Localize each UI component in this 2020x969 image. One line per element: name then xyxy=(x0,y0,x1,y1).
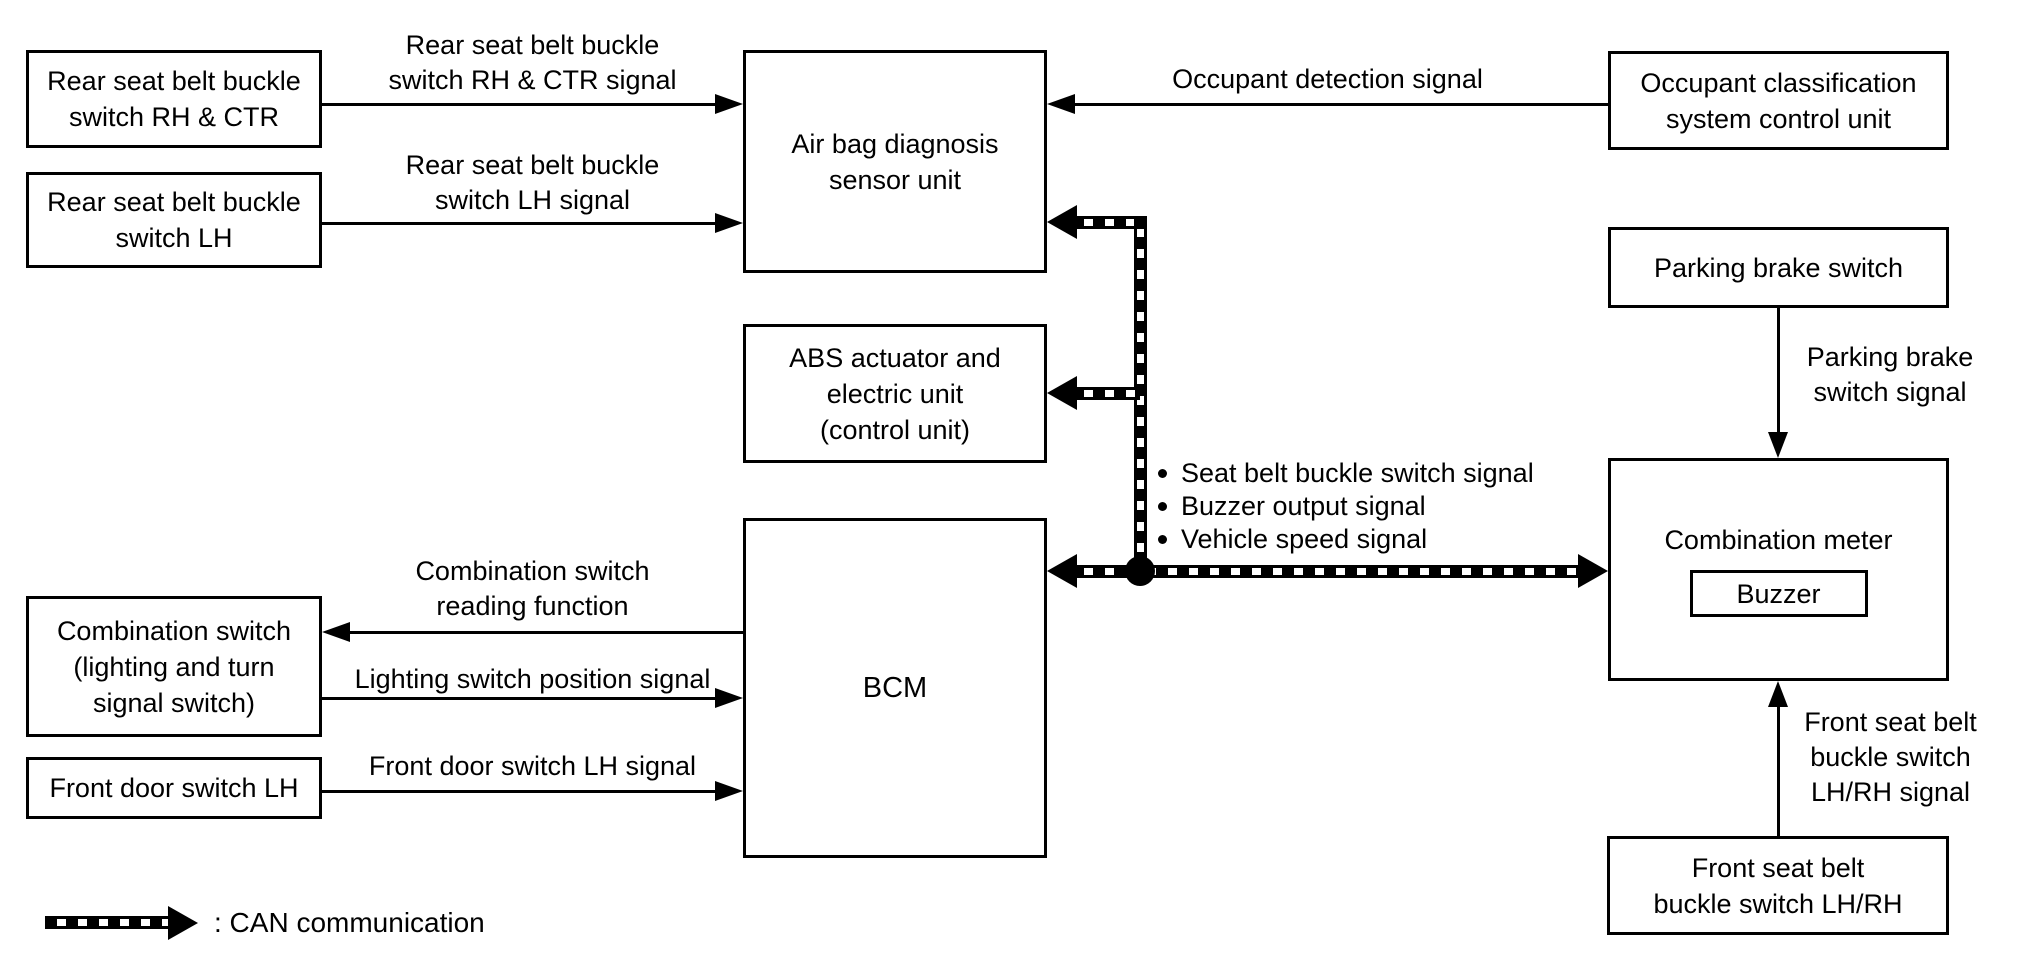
can-bus-main xyxy=(1072,565,1582,578)
node-occupant-classification-system-control-unit: Occupant classification system control u… xyxy=(1608,51,1949,150)
bullet-icon xyxy=(1158,469,1167,478)
node-label: BCM xyxy=(862,672,928,704)
node-label: signal switch) xyxy=(92,687,256,718)
can-signal-list: Seat belt buckle switch signal Buzzer ou… xyxy=(1158,457,1534,556)
arrow-line-occupant-detection xyxy=(1071,103,1608,106)
node-label: switch LH xyxy=(115,223,233,253)
signal-label-front-seat-belt: Front seat belt buckle switch LH/RH sign… xyxy=(1804,707,1977,807)
node-label: Occupant classification xyxy=(1640,67,1917,98)
arrow-line-parking-brake-signal xyxy=(1777,308,1780,434)
node-parking-brake-switch: Parking brake switch xyxy=(1608,227,1949,308)
legend-can-communication: : CAN communication xyxy=(45,899,485,947)
node-label: Rear seat belt buckle xyxy=(47,66,301,96)
arrowhead-left-icon xyxy=(322,622,350,642)
node-bcm: BCM xyxy=(743,518,1047,858)
can-arrowhead-right-icon xyxy=(1578,554,1608,588)
arrowhead-left-icon xyxy=(1047,94,1075,114)
arrowhead-right-icon xyxy=(715,781,743,801)
node-label: Parking brake switch xyxy=(1653,252,1904,283)
signal-label-lighting-switch-position: Lighting switch position signal xyxy=(354,664,711,694)
arrow-line-rear-lh-signal xyxy=(322,222,719,225)
node-front-door-switch-lh: Front door switch LH xyxy=(26,757,322,819)
signal-label-rear-lh: Rear seat belt buckle switch LH signal xyxy=(405,150,660,215)
node-label: system control unit xyxy=(1665,103,1892,134)
arrowhead-right-icon xyxy=(715,94,743,114)
legend-label: : CAN communication xyxy=(214,907,485,938)
node-combination-switch: Combination switch (lighting and turn si… xyxy=(26,596,322,737)
node-combination-meter: Combination meter Buzzer xyxy=(1608,458,1949,681)
can-signal-item: Seat belt buckle switch signal xyxy=(1158,457,1534,490)
node-rear-seat-belt-buckle-switch-rh-ctr: Rear seat belt buckle switch RH & CTR xyxy=(26,50,322,148)
node-label: Front seat belt xyxy=(1691,852,1865,883)
node-label: Combination switch xyxy=(56,615,292,646)
node-rear-seat-belt-buckle-switch-lh: Rear seat belt buckle switch LH xyxy=(26,172,322,268)
node-label: electric unit xyxy=(826,378,964,409)
arrow-line-rear-rh-ctr-signal xyxy=(322,103,719,106)
node-buzzer: Buzzer xyxy=(1689,570,1868,617)
bullet-icon xyxy=(1158,535,1167,544)
node-label: switch RH & CTR xyxy=(68,102,279,132)
arrow-line-combination-switch-reading xyxy=(346,631,743,634)
node-label: (lighting and turn xyxy=(73,651,275,682)
can-junction-dot xyxy=(1125,556,1155,586)
arrowhead-up-icon xyxy=(1768,681,1788,707)
node-label: ABS actuator and xyxy=(789,342,1001,373)
node-air-bag-diagnosis-sensor-unit: Air bag diagnosis sensor unit xyxy=(743,50,1047,273)
node-front-seat-belt-buckle-switch-lh-rh: Front seat belt buckle switch LH/RH xyxy=(1607,836,1949,935)
can-bus-corner xyxy=(1134,216,1147,229)
signal-label-occupant-detection: Occupant detection signal xyxy=(1172,64,1483,94)
node-label: Rear seat belt buckle xyxy=(47,187,301,217)
node-label: Air bag diagnosis xyxy=(791,128,999,159)
arrow-line-front-seat-belt-signal xyxy=(1777,705,1780,836)
node-label: buckle switch LH/RH xyxy=(1653,888,1903,919)
signal-label-front-door-switch: Front door switch LH signal xyxy=(368,751,697,781)
can-signal-item: Vehicle speed signal xyxy=(1158,523,1534,556)
signal-label-rear-rh-ctr: Rear seat belt buckle switch RH & CTR si… xyxy=(388,30,677,95)
signal-label-combination-switch-reading: Combination switch reading function xyxy=(415,556,650,621)
node-label: sensor unit xyxy=(828,164,962,195)
arrowhead-right-icon xyxy=(715,213,743,233)
arrow-line-front-door-switch xyxy=(322,790,719,793)
arrow-line-lighting-switch-position xyxy=(322,697,719,700)
node-label: Combination meter xyxy=(1664,525,1893,555)
can-bus-elbow-horizontal xyxy=(1072,216,1147,229)
can-signal-item: Buzzer output signal xyxy=(1158,490,1534,523)
bullet-icon xyxy=(1158,502,1167,511)
node-abs-actuator-and-electric-unit: ABS actuator and electric unit (control … xyxy=(743,324,1047,463)
arrowhead-down-icon xyxy=(1768,432,1788,458)
node-label: (control unit) xyxy=(819,414,971,445)
node-label: Front door switch LH xyxy=(49,773,299,803)
signal-label-parking-brake: Parking brake switch signal xyxy=(1806,342,1974,407)
node-label: Buzzer xyxy=(1736,578,1821,609)
legend-can-arrow-icon xyxy=(45,899,200,947)
arrowhead-right-icon xyxy=(715,688,743,708)
can-bus-branch-abs xyxy=(1072,387,1140,400)
